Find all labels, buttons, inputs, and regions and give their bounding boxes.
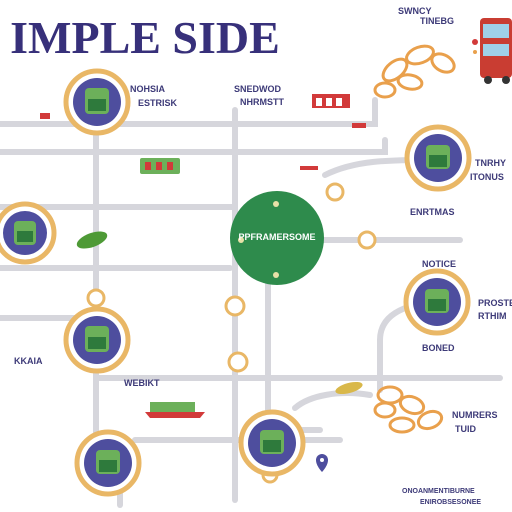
- label-right-2d: BONED: [422, 343, 455, 353]
- station-node[interactable]: [63, 306, 131, 374]
- station-node[interactable]: [403, 268, 471, 336]
- connector-stations: [86, 182, 377, 484]
- hub-dot: [238, 237, 244, 243]
- label-node-1a: NOHSIA: [130, 84, 166, 94]
- label-right-3b: TUID: [455, 424, 476, 434]
- bus-icon: [480, 18, 512, 84]
- leaf-icon: [76, 231, 363, 395]
- station-node[interactable]: [74, 429, 142, 497]
- label-node-1b: ESTRISK: [138, 98, 178, 108]
- station-node[interactable]: [404, 124, 472, 192]
- label-top-right-b: TINEBG: [420, 16, 455, 26]
- train-icon: [145, 402, 205, 418]
- label-node-2b: NHRMSTT: [240, 97, 284, 107]
- station-node[interactable]: [0, 201, 57, 265]
- bead-chain: [373, 44, 456, 434]
- label-top-right-a: SWNCY: [398, 6, 432, 16]
- station-node[interactable]: [63, 68, 131, 136]
- label-left-a: KKAIA: [14, 356, 43, 366]
- label-right-2a: NOTICE: [422, 259, 457, 269]
- label-bottom-a: ONOANMENTIBURNE: [402, 488, 475, 495]
- page-title: IMPLE SIDE: [10, 12, 280, 63]
- hub-label: PPFRAMERSOME: [238, 232, 316, 242]
- label-right-2b: PROSTE: [478, 298, 512, 308]
- label-mid-a: WEBIKT: [124, 378, 160, 388]
- label-node-2a: SNEDWOD: [234, 84, 281, 94]
- map-pin-icon: [316, 454, 328, 472]
- building-icon: [312, 94, 350, 108]
- station-nodes: [0, 68, 472, 497]
- label-right-1a: TNRHY: [475, 158, 506, 168]
- label-bottom-b: ENIROBSESONEE: [420, 499, 482, 506]
- label-right-1b: ITONUS: [470, 172, 504, 182]
- label-right-3a: NUMRERS: [452, 410, 498, 420]
- station-node[interactable]: [238, 409, 306, 477]
- hub-circle[interactable]: [230, 191, 324, 285]
- label-right-2c: RTHIM: [478, 311, 507, 321]
- label-right-1c: ENRTMAS: [410, 207, 455, 217]
- hub-dot: [273, 201, 279, 207]
- small-marks: [40, 39, 478, 170]
- hub-dot: [273, 272, 279, 278]
- market-icon: [140, 158, 180, 174]
